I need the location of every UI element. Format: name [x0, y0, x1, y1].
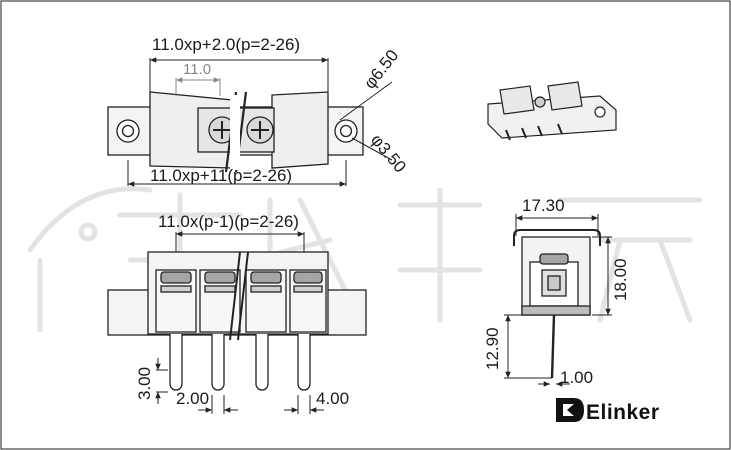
- pins: [169, 334, 311, 391]
- isometric-view: [487, 81, 617, 141]
- logo-icon: [556, 398, 584, 422]
- brand-name: Elinker: [586, 401, 660, 424]
- side-height-label: 18.00: [611, 258, 630, 301]
- side-width-label: 17.30: [522, 196, 565, 215]
- pitch-label: 11.0: [183, 61, 211, 78]
- pin-gap-label: 4.00: [316, 389, 349, 408]
- top-dimensions: [127, 57, 393, 187]
- pin-height-label: 3.00: [135, 367, 154, 400]
- mount-span-label: 11.0xp+11(p=2-26): [150, 166, 292, 185]
- hole-inner-label: φ3.50: [367, 130, 410, 176]
- side-dimensions: [504, 214, 612, 387]
- housing-block-right: [271, 91, 329, 169]
- hole-outer-label: φ6.50: [360, 46, 402, 92]
- pin-width-label: 2.00: [176, 389, 209, 408]
- overall-length-label: 11.0xp+2.0(p=2-26): [152, 35, 300, 54]
- pin-length-label: 12.90: [483, 327, 502, 370]
- terminal-cells: [155, 269, 327, 333]
- pin-span-label: 11.0x(p-1)(p=2-26): [158, 212, 299, 231]
- front-dimensions: [155, 231, 324, 414]
- top-view: [107, 91, 364, 173]
- pin-thickness-label: 1.00: [560, 368, 593, 387]
- front-view: [107, 251, 367, 391]
- brand-logo: Elinker: [556, 398, 660, 424]
- side-view: [513, 229, 601, 379]
